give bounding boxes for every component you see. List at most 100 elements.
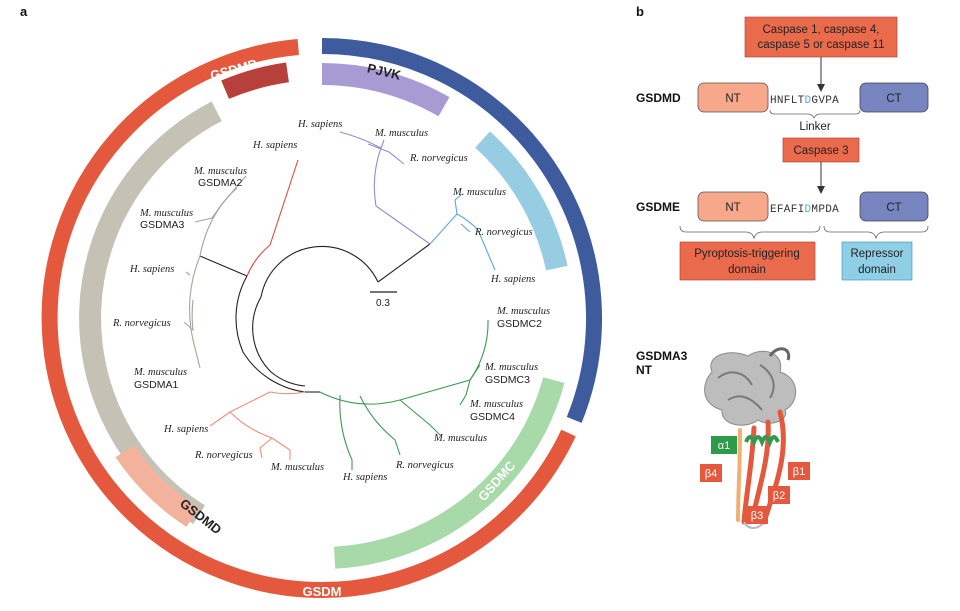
arc-label-dfn: DFN <box>490 64 520 93</box>
scale-bar-label: 0.3 <box>376 298 390 309</box>
leaf-mm-gsdmc3-gene: GSDMC3 <box>485 374 530 386</box>
tree-branch-gsdma-lower <box>189 255 201 369</box>
structure-title-line1: GSDMA3 <box>636 349 688 363</box>
arc-gsdme <box>475 131 568 271</box>
tree-branch-gsdmc-low <box>359 395 401 456</box>
arrowhead-caspase-3 <box>817 186 825 194</box>
beta2-label: β2 <box>773 490 785 502</box>
leaf-mm-gsdmd: M. musculus <box>270 462 324 473</box>
tree-branch-to-gsdma <box>199 255 248 277</box>
tree-branch-gsdmd-mm <box>271 437 291 460</box>
linker-label: Linker <box>799 121 830 133</box>
arrowhead-caspase-top <box>817 84 825 92</box>
tree-branch-gsdmc3 <box>469 364 481 381</box>
structure-title-line2: NT <box>636 363 653 377</box>
tree-branch-gsdmd-rn <box>259 437 273 459</box>
pyroptosis-triggering-domain-box <box>679 241 816 281</box>
repressor-line1: Repressor <box>850 248 903 260</box>
leaf-mm-gsdma3-gene: GSDMA3 <box>140 219 185 231</box>
beta2-label-box <box>768 486 790 504</box>
gsdmd-nt-domain <box>697 82 769 113</box>
arc-label-gsdm: GSDM <box>303 584 342 599</box>
beta4-label: β4 <box>705 468 717 480</box>
tree-branch-root <box>377 243 431 283</box>
leaf-mm-gsdmc2-gene: GSDMC2 <box>497 318 542 330</box>
arc-dfn <box>321 38 602 423</box>
arc-gsdm-bottom <box>321 429 576 598</box>
tree-branch-gsdmc-main <box>319 319 489 405</box>
tree-branch-pjvk-hs <box>339 131 385 149</box>
leaf-mm-gsdma1-gene: GSDMA1 <box>134 379 179 391</box>
beta1-label: β1 <box>793 466 805 478</box>
caspase-1-4-5-11-box <box>744 16 898 58</box>
gsdmd-cleavage-site: D <box>805 95 812 107</box>
protein-top-helix <box>768 347 791 361</box>
alpha1-label: α1 <box>718 440 730 452</box>
caspase-top-line1: Caspase 1, caspase 4, <box>763 24 880 36</box>
beta-strand-4 <box>736 428 742 522</box>
gsdmd-nt-label: NT <box>725 93 740 105</box>
tree-branch-gsdmc4 <box>459 379 471 406</box>
gsdmd-ct-label: CT <box>886 93 901 105</box>
repressor-brace <box>823 225 929 240</box>
gsdme-seq-left: EFAFI <box>770 204 805 216</box>
leaf-rn-gsdme: R. norvegicus <box>474 227 533 238</box>
leaf-mm-gsdme: M. musculus <box>452 187 506 198</box>
tree-branch-hs-gsdma <box>185 271 191 276</box>
tree-branch-gsdme-main <box>429 213 496 271</box>
tree-inner-arc <box>235 275 306 393</box>
tree-branch-pjvk-main <box>373 147 431 245</box>
tree-branch-gsdmc-mm <box>399 399 441 436</box>
leaf-hs-gsdma: H. sapiens <box>129 264 174 275</box>
leaf-rn-pjvk: R. norvegicus <box>409 153 468 164</box>
leaf-rn-gsdmd: R. norvegicus <box>194 450 253 461</box>
gsdme-nt-label: NT <box>725 202 740 214</box>
panel-b-letter: b <box>636 4 644 19</box>
protein-globular-domain <box>704 350 797 426</box>
repressor-domain-box <box>841 241 913 281</box>
gsdmd-seq-left: HNFLT <box>770 95 805 107</box>
beta3-label-box <box>746 506 768 524</box>
gsdmd-seq-right: GVPA <box>811 95 839 107</box>
arc-gsdmc <box>334 377 565 569</box>
leaf-mm-gsdmc4-species: M. musculus <box>469 399 523 410</box>
leaf-mm-gsdma2-gene: GSDMA2 <box>198 177 243 189</box>
arc-pjvk <box>321 63 450 117</box>
phylogenetic-tree <box>183 131 496 470</box>
tree-branch-gsdma2 <box>221 187 238 205</box>
tree-branch-gsdmd-main <box>229 391 306 439</box>
beta1-label-box <box>788 462 810 480</box>
gsdme-ct-domain <box>859 191 929 222</box>
gsdme-linker-sequence: EFAFIDMPDA <box>770 204 839 216</box>
leaf-rn-gsdma: R. norvegicus <box>112 318 171 329</box>
gsdmd-ct-domain <box>859 82 929 113</box>
tree-branch-gsdmb <box>246 159 299 277</box>
leaf-rn-gsdmc: R. norvegicus <box>395 460 454 471</box>
gsdme-ct-label: CT <box>886 202 901 214</box>
leaf-hs-gsdmd: H. sapiens <box>163 424 208 435</box>
caspase-3-box <box>782 137 860 163</box>
leaf-mm-gsdma3-species: M. musculus <box>139 208 193 219</box>
beta3-label: β3 <box>751 510 763 522</box>
leaf-hs-gsdmc: H. sapiens <box>342 472 387 483</box>
gsdme-cleavage-site: D <box>805 204 812 216</box>
leaf-mm-pjvk: M. musculus <box>374 128 428 139</box>
arc-gsdmb <box>221 62 290 99</box>
arc-gsdmd <box>115 444 199 527</box>
caspase-3-label: Caspase 3 <box>794 145 849 157</box>
caspase-top-line2: caspase 5 or caspase 11 <box>757 39 884 51</box>
clade-arcs <box>41 38 602 598</box>
arc-gsdm-left <box>41 39 323 598</box>
repressor-line2: domain <box>858 264 896 276</box>
leaf-mm-gsdma2-species: M. musculus <box>193 166 247 177</box>
leaf-mm-gsdmc2-species: M. musculus <box>496 306 550 317</box>
leaf-mm-gsdma1-species: M. musculus <box>133 367 187 378</box>
pyroptosis-line2: domain <box>728 264 766 276</box>
leaf-labels: H. sapiens M. musculus GSDMA2 M. musculu… <box>112 119 550 483</box>
gsdme-row-label: GSDME <box>636 200 680 214</box>
tree-branch-rn-gsdma <box>183 299 194 332</box>
beta4-label-box <box>700 464 722 482</box>
gsdme-nt-domain <box>697 191 769 222</box>
protein-loops <box>717 364 775 411</box>
